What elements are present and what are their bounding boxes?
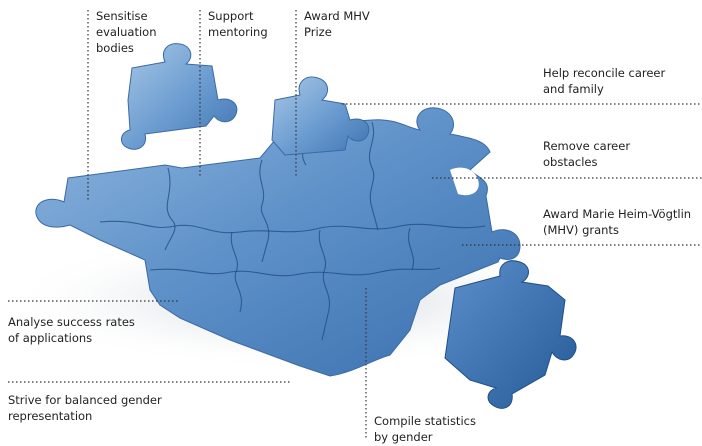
label-help-reconcile-career-family: Help reconcile career and family — [543, 66, 666, 96]
board-body — [35, 107, 521, 377]
label-sensitise-evaluation-bodies: Sensitise evaluation bodies — [96, 9, 157, 55]
floating-piece-top-left — [121, 43, 238, 150]
detached-piece-bottom-right — [444, 260, 577, 409]
label-support-mentoring: Support mentoring — [208, 9, 268, 39]
label-award-mhv-prize: Award MHV Prize — [304, 9, 370, 39]
puzzle-board — [35, 107, 521, 377]
leader-lines — [8, 10, 702, 440]
floating-piece-top-center — [271, 76, 370, 156]
label-analyse-success-rates: Analyse success rates of applications — [8, 315, 135, 345]
label-award-mhv-grants: Award Marie Heim-Vögtlin (MHV) grants — [543, 207, 692, 237]
label-balanced-gender-representation: Strive for balanced gender representatio… — [8, 393, 162, 423]
label-remove-career-obstacles: Remove career obstacles — [543, 139, 631, 169]
label-compile-statistics: Compile statistics by gender — [374, 414, 476, 444]
board-notch — [450, 167, 479, 196]
